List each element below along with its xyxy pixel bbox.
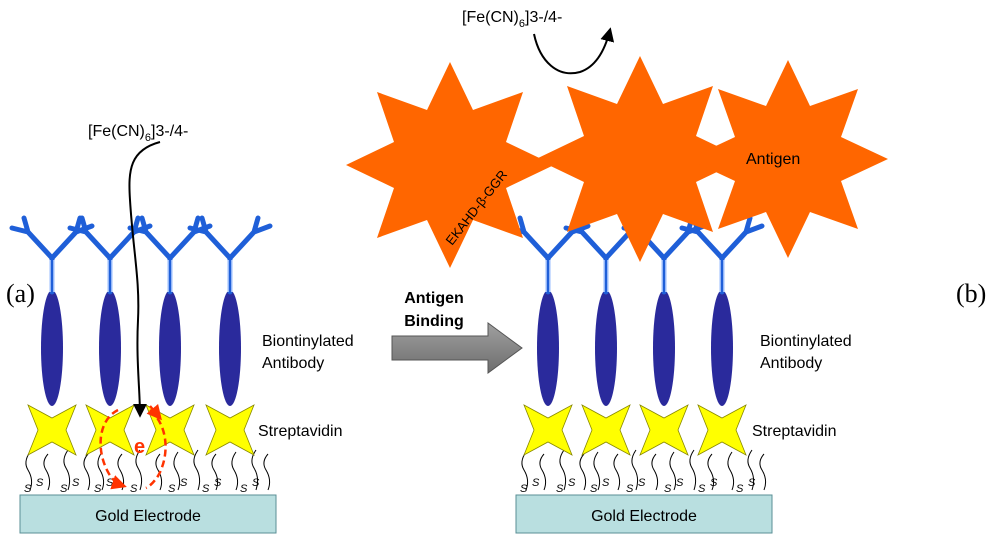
sulfur-label: S — [130, 483, 138, 495]
sulfur-label: S — [240, 483, 248, 495]
redox-probe-label-b: [Fe(CN)6]3-/4- — [462, 9, 562, 30]
antibody-stem — [41, 290, 63, 406]
thiol-linkers-b — [521, 449, 767, 491]
antibody-label-b-line1: Biontinylated — [760, 333, 852, 350]
streptavidin-star — [581, 404, 631, 456]
streptavidin-star — [27, 404, 77, 456]
antibody-hinges-a — [49, 260, 233, 292]
streptavidin-b — [523, 404, 747, 456]
antigen-star — [688, 60, 888, 258]
antibody-label-b-line2: Antibody — [760, 355, 822, 372]
sulfur-label: S — [72, 477, 80, 489]
sulfur-label: S — [36, 477, 44, 489]
electrode-label-b: Gold Electrode — [591, 508, 697, 525]
antibody-stem — [537, 290, 559, 406]
antibody-hinges-b — [545, 260, 725, 292]
sulfur-label: S — [252, 477, 260, 489]
antibody-tops-a — [9, 215, 273, 295]
antibody-stem — [159, 290, 181, 406]
sulfur-atoms-b: S S S S S S S S S S S S S S — [520, 477, 756, 495]
antibody-stems-b — [537, 290, 733, 406]
antigen-label: Antigen — [746, 151, 800, 168]
antibody-stem — [219, 290, 241, 406]
sulfur-label: S — [94, 483, 102, 495]
antibody-y — [679, 215, 765, 295]
panel-b: Gold Electrode S S S S S S S S — [346, 9, 986, 534]
transition-label-line2: Binding — [404, 313, 464, 330]
gold-electrode-a — [19, 494, 277, 534]
streptavidin-star — [697, 404, 747, 456]
streptavidin-star — [639, 404, 689, 456]
antibody-label-a-line2: Antibody — [262, 355, 324, 372]
panel-label-a: (a) — [6, 279, 35, 308]
sulfur-label: S — [106, 477, 114, 489]
antibody-stems-a — [41, 290, 241, 406]
streptavidin-label-b: Streptavidin — [752, 423, 837, 440]
sulfur-atoms-a: S S S S S S S S S S S S S — [24, 477, 260, 495]
antibody-stem — [99, 290, 121, 406]
sulfur-label: S — [168, 483, 176, 495]
sulfur-label: S — [748, 477, 756, 489]
antibody-label-a-line1: Biontinylated — [262, 333, 354, 350]
electrode-label-a: Gold Electrode — [95, 508, 201, 525]
sulfur-label: S — [556, 483, 564, 495]
transition-arrow — [391, 322, 523, 374]
streptavidin-star — [523, 404, 573, 456]
antibody-stem — [595, 290, 617, 406]
sulfur-label: S — [532, 477, 540, 489]
sulfur-label: S — [602, 477, 610, 489]
sulfur-label: S — [24, 483, 32, 495]
sulfur-label: S — [664, 483, 672, 495]
thiol-linkers-a — [25, 449, 271, 491]
sulfur-label: S — [590, 483, 598, 495]
sulfur-label: S — [626, 483, 634, 495]
sulfur-label: S — [638, 477, 646, 489]
streptavidin-label-a: Streptavidin — [258, 423, 343, 440]
sulfur-label: S — [710, 477, 718, 489]
streptavidin-a — [27, 404, 255, 456]
redox-probe-label-a: [Fe(CN)6]3-/4- — [88, 123, 188, 144]
panel-label-b: (b) — [956, 279, 986, 308]
antibody-y — [187, 215, 273, 295]
panel-a: Gold Electrode S S S S S S S S — [6, 123, 354, 534]
sulfur-label: S — [736, 483, 744, 495]
antibody-stem — [653, 290, 675, 406]
electron-label: e — [134, 436, 145, 458]
antigens-b — [346, 56, 888, 268]
sulfur-label: S — [60, 483, 68, 495]
sulfur-label: S — [214, 477, 222, 489]
antigen-binding-transition: Antigen Binding — [391, 290, 523, 374]
redox-diffusion-arrow-a — [128, 141, 161, 418]
transition-label-line1: Antigen — [404, 290, 464, 307]
sulfur-label: S — [202, 483, 210, 495]
gold-electrode-b — [515, 494, 773, 534]
electron-transfer-path — [145, 409, 167, 490]
streptavidin-star — [205, 404, 255, 456]
redox-deflection-arrow-b — [533, 27, 615, 75]
sulfur-label: S — [698, 483, 706, 495]
antigen-peptide-star — [346, 62, 554, 268]
sulfur-label: S — [568, 477, 576, 489]
streptavidin-star — [85, 404, 135, 456]
sulfur-label: S — [180, 477, 188, 489]
electron-transfer-arrowhead — [146, 403, 162, 421]
sulfur-label: S — [676, 477, 684, 489]
sulfur-label: S — [520, 483, 528, 495]
antibody-stem — [711, 290, 733, 406]
antigen-star — [536, 56, 744, 262]
electron-transfer-path — [99, 408, 127, 490]
